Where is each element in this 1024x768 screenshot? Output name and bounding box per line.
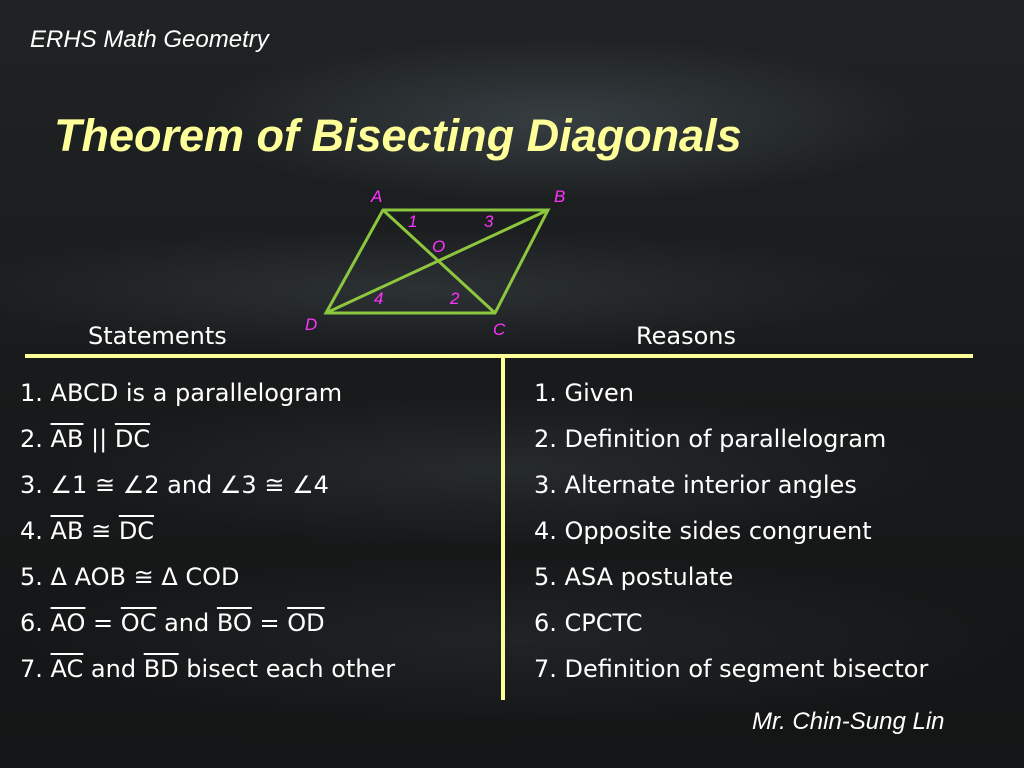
- slide-title: Theorem of Bisecting Diagonals: [54, 110, 742, 161]
- reason-row: 2. Definition of parallelogram: [534, 425, 887, 453]
- column-divider: [501, 358, 505, 700]
- angle-label-1: 1: [408, 212, 417, 231]
- vertex-label-d: D: [305, 315, 317, 334]
- vertex-label-b: B: [554, 187, 565, 206]
- reason-row: 3. Alternate interior angles: [534, 471, 857, 499]
- diagonal-bd: [325, 208, 549, 315]
- segment-ab: AB: [50, 517, 84, 545]
- segment-ao: AO: [50, 609, 86, 637]
- statement-row: 2. AB || DC: [20, 425, 151, 453]
- statement-row: 3. ∠1 ≅ ∠2 and ∠3 ≅ ∠4: [20, 471, 329, 499]
- segment-dc: DC: [118, 517, 155, 545]
- angle-symbol: ∠: [219, 471, 242, 499]
- heading-rule: [25, 354, 973, 358]
- statements-heading: Statements: [88, 322, 227, 350]
- statements-list: 1. ABCD is a parallelogram 2. AB || DC 3…: [20, 370, 395, 692]
- angle-symbol: ∠: [122, 471, 145, 499]
- reason-row: 7. Definition of segment bisector: [534, 655, 929, 683]
- segment-bo: BO: [216, 609, 252, 637]
- segment-bd: BD: [143, 655, 179, 683]
- statement-row: 5. Δ AOB ≅ Δ COD: [20, 563, 240, 591]
- reason-row: 4. Opposite sides congruent: [534, 517, 872, 545]
- statement-row: 4. AB ≅ DC: [20, 517, 155, 545]
- parallelogram-figure: A B C D O 1 3 4 2: [305, 187, 565, 339]
- center-label-o: O: [432, 237, 445, 256]
- segment-ab: AB: [50, 425, 84, 453]
- statement-row: 6. AO = OC and BO = OD: [20, 609, 325, 637]
- triangle-symbol: Δ: [161, 563, 178, 591]
- angle-label-4: 4: [374, 289, 383, 308]
- course-header: ERHS Math Geometry: [30, 26, 269, 53]
- congruent-symbol: ≅: [264, 471, 285, 499]
- vertex-label-a: A: [370, 187, 382, 206]
- triangle-symbol: Δ: [50, 563, 67, 591]
- angle-symbol: ∠: [50, 471, 73, 499]
- segment-dc: DC: [114, 425, 151, 453]
- angle-label-2: 2: [449, 289, 460, 308]
- reason-row: 6. CPCTC: [534, 609, 643, 637]
- author-footer: Mr. Chin-Sung Lin: [752, 708, 945, 735]
- vertex-label-c: C: [493, 320, 506, 339]
- segment-ac: AC: [50, 655, 84, 683]
- reasons-list: 1. Given 2. Definition of parallelogram …: [534, 370, 928, 692]
- congruent-symbol: ≅: [91, 517, 112, 545]
- reason-row: 1. Given: [534, 379, 634, 407]
- angle-label-3: 3: [484, 212, 494, 231]
- segment-od: OD: [287, 609, 325, 637]
- reason-row: 5. ASA postulate: [534, 563, 734, 591]
- angle-symbol: ∠: [292, 471, 314, 499]
- statement-row: 1. ABCD is a parallelogram: [20, 379, 343, 407]
- statement-row: 7. AC and BD bisect each other: [20, 655, 396, 683]
- reasons-heading: Reasons: [636, 322, 736, 350]
- congruent-symbol: ≅: [133, 563, 154, 591]
- segment-oc: OC: [120, 609, 157, 637]
- congruent-symbol: ≅: [94, 471, 116, 499]
